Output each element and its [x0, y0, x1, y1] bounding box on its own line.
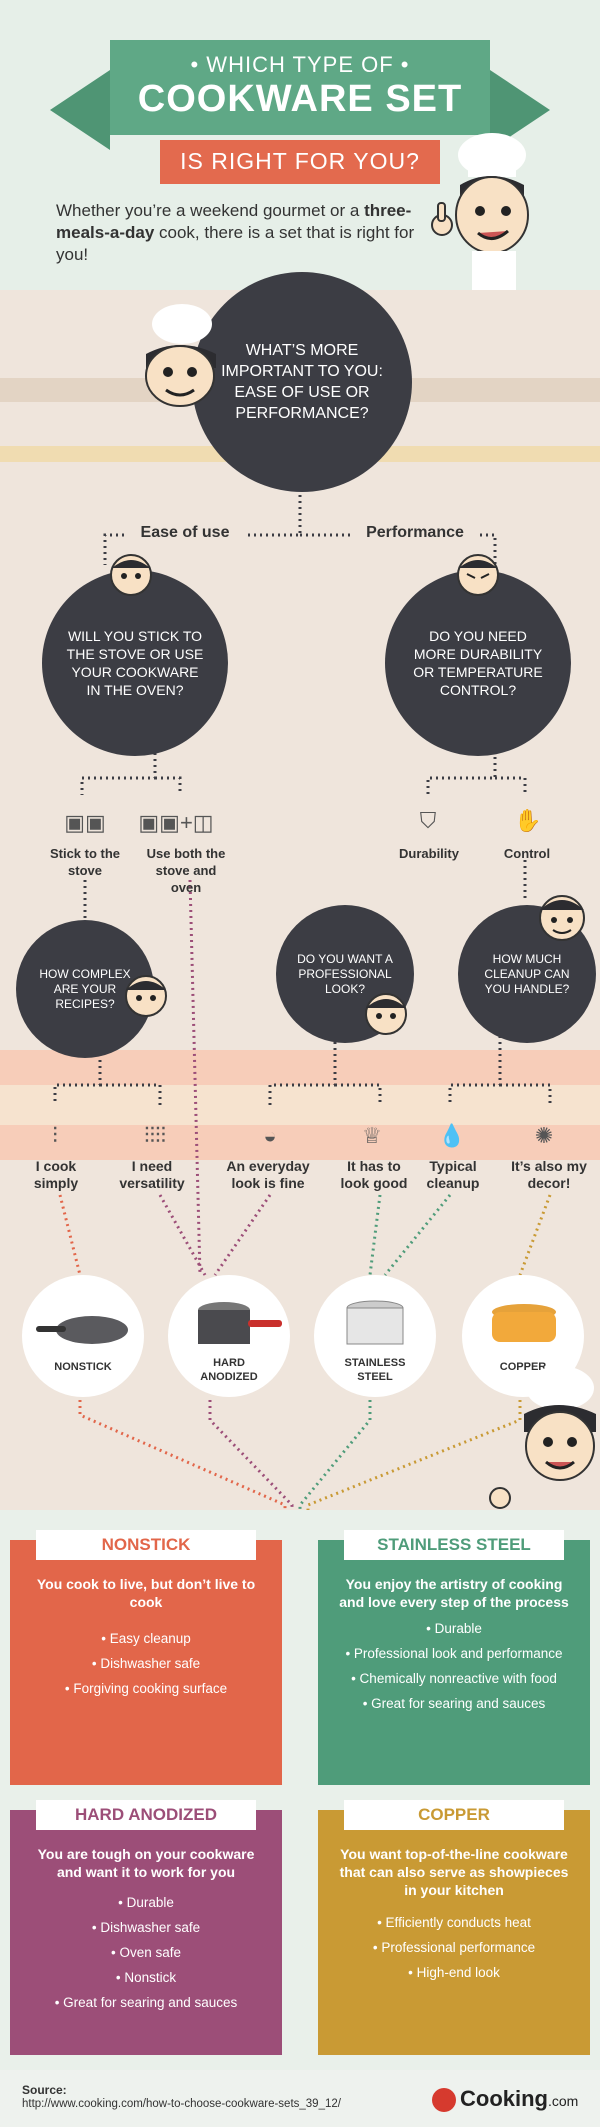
- card-item: • High-end look: [408, 1965, 500, 1980]
- card-list-nonstick: • Easy cleanup • Dishwasher safe • Forgi…: [30, 1630, 262, 1705]
- card-item: • Professional performance: [372, 1940, 536, 1955]
- answer-stove-and-oven: Use both the stove and oven: [146, 846, 226, 895]
- branch-label-performance: Performance: [350, 524, 480, 541]
- answer-look-good: It has to look good: [340, 1158, 408, 1191]
- title-line-1: • WHICH TYPE OF •: [190, 52, 410, 77]
- answer-cook-simply: I cook simply: [33, 1158, 79, 1191]
- stockpot-icon: [346, 1300, 404, 1345]
- chef-hat-icon: ♕: [362, 1123, 382, 1148]
- result-card-hard-anodized: [10, 1810, 282, 2055]
- result-card-copper: [318, 1810, 590, 2055]
- card-list-copper: • Efficiently conducts heat • Profession…: [338, 1914, 570, 1989]
- chef-illustration-header: [431, 133, 529, 290]
- title-line-3: IS RIGHT FOR YOU?: [180, 148, 420, 174]
- mortar-icon: ◒: [263, 1123, 277, 1148]
- card-headline-stainless: You enjoy the artistry of cooking and lo…: [339, 1576, 569, 1610]
- card-item: • Great for searing and sauces: [362, 1696, 546, 1711]
- intro-bold: three-meals-a-day: [56, 201, 412, 242]
- flow-connectors: [53, 495, 552, 1560]
- card-item: • Dishwasher safe: [91, 1920, 201, 1935]
- chef-face-icon: [110, 554, 152, 596]
- card-item: • Professional look and performance: [345, 1646, 563, 1661]
- shield-icon: ⛉: [419, 808, 437, 833]
- cooking-logo[interactable]: Cooking.com: [460, 2086, 579, 2111]
- cooking-logo-icon: [432, 2088, 456, 2112]
- pan-label-copper: COPPER: [499, 1361, 547, 1373]
- answer-everyday-look: An everyday look is fine: [226, 1158, 310, 1191]
- card-item: • Chemically nonreactive with food: [351, 1671, 557, 1686]
- card-headline-hard-anodized: You are tough on your cookware and want …: [37, 1846, 255, 1880]
- hand-icon: ✋: [514, 808, 542, 833]
- answer-stick-to-stove: Stick to the stove: [49, 846, 121, 878]
- answer-typical-cleanup: Typical cleanup: [426, 1158, 480, 1191]
- chef-face-icon: [457, 554, 499, 596]
- card-title-hard-anodized: HARD ANODIZED: [36, 1800, 256, 1830]
- pan-label-nonstick: NONSTICK: [54, 1361, 112, 1373]
- answer-my-decor: It’s also my decor!: [511, 1158, 587, 1191]
- footer: [0, 2070, 600, 2127]
- chef-face-icon: [125, 975, 167, 1017]
- question-ease-or-performance: WHAT’S MORE IMPORTANT TO YOU: EASE OF US…: [192, 272, 412, 492]
- utensils-set-icon: ⫶⫶⫶⫶: [143, 1123, 166, 1148]
- chef-face-icon: [145, 304, 216, 407]
- answer-control: Control: [503, 846, 551, 861]
- result-card-nonstick: [10, 1540, 282, 1785]
- source-label: Source:: [22, 2083, 67, 2097]
- chef-illustration-bottom: [489, 1366, 596, 1509]
- card-list-stainless: • Durable • Professional look and perfor…: [338, 1620, 570, 1720]
- card-item: • Durable: [426, 1621, 482, 1636]
- stove-and-oven-icon: ▣▣+◫: [138, 810, 214, 835]
- result-card-stainless: [318, 1540, 590, 1785]
- stovetop-icon: ▣▣: [64, 810, 106, 835]
- card-title-stainless: STAINLESS STEEL: [344, 1530, 564, 1560]
- frying-pan-icon: [36, 1316, 128, 1344]
- counter-band: [0, 1085, 600, 1125]
- dutch-oven-icon: [492, 1304, 556, 1342]
- answer-durability: Durability: [399, 846, 459, 861]
- card-title-copper: COPPER: [344, 1800, 564, 1830]
- saucepan-icon: [198, 1302, 282, 1344]
- card-item: • Efficiently conducts heat: [377, 1915, 531, 1930]
- answer-versatility: I need versatility: [119, 1158, 185, 1191]
- card-item: • Nonstick: [115, 1970, 177, 1985]
- branch-label-ease-of-use: Ease of use: [125, 524, 245, 541]
- intro-text: Whether you’re a weekend gourmet or a th…: [56, 201, 415, 264]
- title-line-2: COOKWARE SET: [137, 78, 463, 120]
- chef-face-icon: [539, 895, 585, 941]
- subtitle-banner: [160, 140, 440, 184]
- card-item: • Forgiving cooking surface: [64, 1681, 228, 1696]
- chef-face-icon: [365, 993, 407, 1035]
- source-link[interactable]: http://www.cooking.com/how-to-choose-coo…: [22, 2098, 341, 2110]
- sparkle-icon: ✺: [534, 1123, 554, 1148]
- card-list-hard-anodized: • Durable • Dishwasher safe • Oven safe …: [26, 1894, 266, 2019]
- card-item: • Dishwasher safe: [91, 1656, 201, 1671]
- card-item: • Great for searing and sauces: [54, 1995, 238, 2010]
- card-item: • Oven safe: [110, 1945, 181, 1960]
- card-item: • Easy cleanup: [101, 1631, 191, 1646]
- card-title-nonstick: NONSTICK: [36, 1530, 256, 1560]
- question-stove-or-oven: WILL YOU STICK TO THE STOVE OR USE YOUR …: [42, 570, 228, 756]
- title-banner: [50, 40, 550, 150]
- water-drop-icon: 💧: [438, 1123, 466, 1148]
- utensil-icon: ⫶: [52, 1123, 58, 1148]
- card-item: • Durable: [118, 1895, 174, 1910]
- pan-label-hard-anodized: HARD ANODIZED: [200, 1357, 258, 1383]
- question-durability-or-control: DO YOU NEED MORE DURABILITY OR TEMPERATU…: [385, 570, 571, 756]
- card-headline-copper: You want top-of-the-line cookware that c…: [339, 1846, 569, 1898]
- pan-label-stainless: STAINLESS STEEL: [344, 1357, 406, 1383]
- card-headline-nonstick: You cook to live, but don’t live to cook: [36, 1576, 256, 1610]
